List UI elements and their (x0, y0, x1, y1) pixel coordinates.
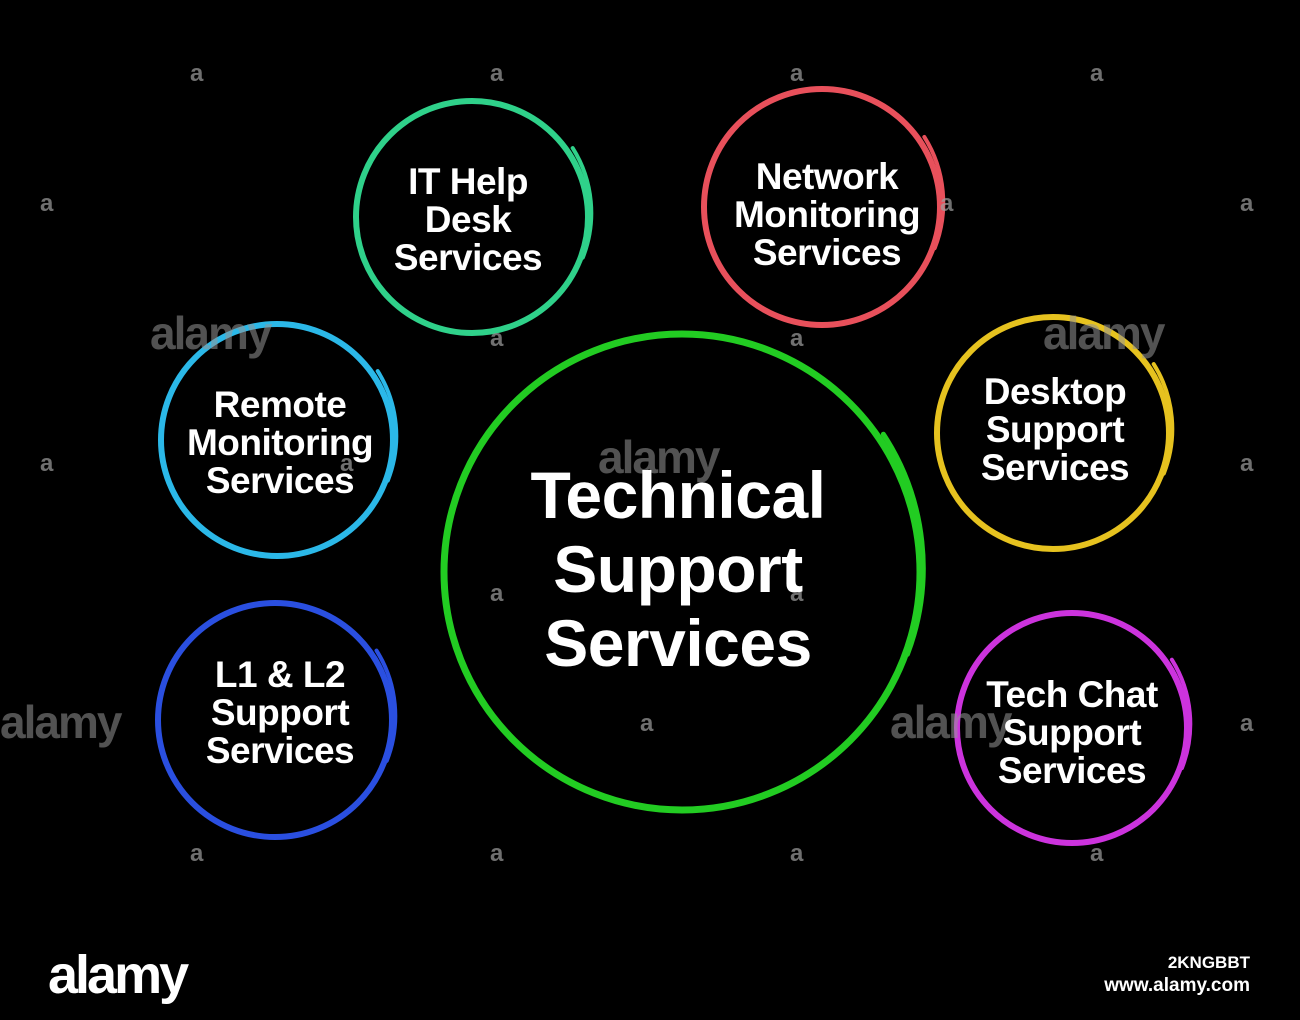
watermark-logo: alamy (150, 307, 272, 359)
watermark-mark: a (1240, 710, 1254, 737)
node-it-help-desk-circle (353, 98, 594, 336)
watermark-logo: alamy (890, 696, 1012, 748)
watermark-mark: a (1240, 190, 1254, 217)
watermark-mark: a (190, 60, 204, 87)
watermark-mark: a (1090, 60, 1104, 87)
node-network-monitoring-circle (701, 86, 946, 328)
watermark-mark: a (490, 840, 504, 867)
watermark-mark: a (1240, 450, 1254, 477)
watermark-mark: a (340, 450, 354, 477)
watermark-logo: alamy (598, 431, 720, 483)
watermark-mark: a (490, 325, 504, 352)
watermark-mark: a (790, 60, 804, 87)
watermark-mark: a (640, 710, 654, 737)
watermark-mark: a (490, 580, 504, 607)
watermark-mark: a (790, 580, 804, 607)
node-l1-l2-support-circle (155, 600, 398, 840)
watermark-mark: a (790, 840, 804, 867)
watermark-mark: a (190, 840, 204, 867)
watermark-logo: alamy (1043, 307, 1165, 359)
node-remote-monitoring-circle (158, 321, 399, 559)
watermark-mark: a (490, 60, 504, 87)
node-tech-chat-support-circle (954, 610, 1193, 846)
footer-url: www.alamy.com (1104, 975, 1250, 996)
node-desktop-support-circle (934, 314, 1175, 552)
watermark-mark: a (40, 450, 54, 477)
center-circle (440, 330, 926, 814)
watermark-mark: a (790, 325, 804, 352)
watermark-mark: a (40, 190, 54, 217)
watermark-logo: alamy (0, 696, 122, 748)
watermark-mark: a (1090, 840, 1104, 867)
footer-image-id: 2KNGBBT (1167, 953, 1250, 972)
watermark-mark: a (940, 190, 954, 217)
footer-logo: alamy (48, 945, 189, 1005)
